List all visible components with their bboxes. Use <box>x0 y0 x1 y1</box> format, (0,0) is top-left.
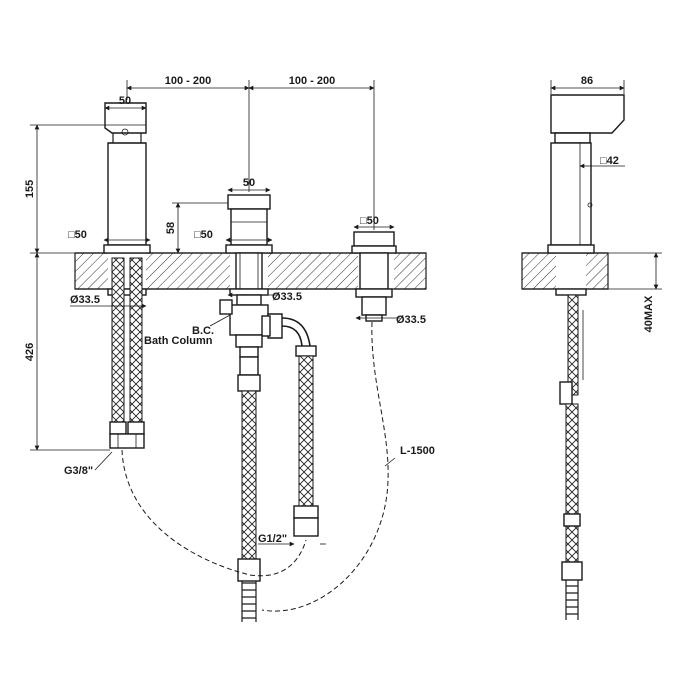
bath-column-valve <box>219 294 283 358</box>
label-shower-hose: L-1500 <box>400 445 435 457</box>
spout-hoses <box>109 257 145 449</box>
side-view <box>521 94 625 620</box>
dim-max-counter: 40MAX <box>643 295 655 332</box>
diverter-body <box>225 194 273 296</box>
label-bath-column: Bath Column <box>144 335 213 347</box>
dim-diverter-height: 58 <box>165 222 177 234</box>
aerator-icon <box>121 128 129 136</box>
dim-side-depth: 86 <box>581 75 593 87</box>
dim-spacing-left: 100 - 200 <box>165 75 211 87</box>
dim-spout-height: 155 <box>24 180 36 198</box>
label-thread-mid: G1/2" <box>258 533 287 545</box>
side-dimensions <box>550 80 662 290</box>
dim-diverter-width: 50 <box>243 177 255 189</box>
hose-paths <box>121 321 389 612</box>
spout-body <box>103 102 151 296</box>
dim-side-square: □42 <box>600 155 619 167</box>
label-bc: B.C. <box>192 325 214 337</box>
dim-spacing-right: 100 - 200 <box>289 75 335 87</box>
dim-shank-left: Ø33.5 <box>70 294 100 306</box>
dim-base-left: □50 <box>68 229 87 241</box>
label-thread-left: G3/8" <box>64 465 93 477</box>
dim-shank-right: Ø33.5 <box>396 314 426 326</box>
dim-spout-width: 50 <box>119 95 131 107</box>
dim-hose-length-left: 426 <box>24 343 36 361</box>
shower-holder <box>351 231 397 322</box>
dim-base-mid: □50 <box>194 229 213 241</box>
dim-shank-mid: Ø33.5 <box>272 291 302 303</box>
diverter-hoses <box>237 317 319 622</box>
dimension-lines <box>30 80 400 547</box>
dim-base-right: □50 <box>360 215 379 227</box>
